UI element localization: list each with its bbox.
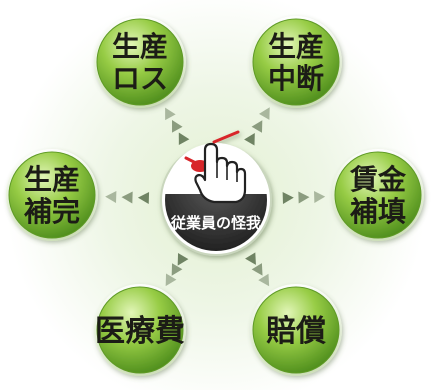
node-label-production-halt-2: 中断 (268, 62, 324, 95)
node-label-compensation-1: 賠償 (266, 314, 326, 349)
node-circle-medical-costs (96, 286, 184, 374)
arrow-chevron-production-halt-1 (244, 133, 255, 146)
injured-finger-icon (184, 130, 247, 204)
node-medical-costs: 医療費 (94, 284, 186, 376)
node-circle-production-loss (96, 18, 184, 106)
node-label-wage-compensation-1: 賃金 (349, 163, 407, 196)
arrow-chevron-wage-compensation-1 (282, 191, 294, 204)
node-circle-production-supplement (8, 151, 96, 239)
arrow-chevron-production-loss-1 (178, 132, 190, 145)
arrow-chevron-production-supplement-2 (121, 191, 133, 204)
arrow-chevron-production-halt-3 (259, 107, 270, 120)
arrow-chevron-production-supplement-1 (137, 191, 150, 204)
arrow-chevron-wage-compensation-3 (314, 190, 326, 203)
arrow-connectors (105, 107, 326, 287)
arrow-chevron-medical-costs-3 (165, 273, 177, 287)
node-circle-compensation (252, 286, 340, 374)
arrow-chevron-production-supplement-3 (105, 190, 117, 203)
node-circle-wage-compensation (334, 151, 422, 239)
arrow-chevron-production-loss-3 (165, 107, 176, 121)
node-label-medical-costs-1: 医療費 (95, 314, 185, 349)
arrow-chevron-compensation-3 (258, 273, 270, 287)
arrow-chevron-production-loss-2 (172, 120, 183, 133)
arrow-chevron-medical-costs-1 (177, 253, 189, 266)
arrow-chevron-medical-costs-2 (171, 263, 183, 276)
center-node: 従業員の怪我 (160, 130, 272, 256)
node-label-production-supplement-1: 生産 (24, 163, 80, 196)
node-label-production-loss-1: 生産 (112, 30, 168, 63)
arrow-chevron-production-halt-2 (251, 120, 263, 133)
node-label-production-loss-2: ロス (112, 62, 168, 95)
arrow-chevron-compensation-2 (251, 263, 263, 276)
node-label-wage-compensation-2: 補填 (349, 195, 406, 228)
arrow-chevron-wage-compensation-2 (298, 191, 310, 204)
node-circle-production-halt (252, 18, 340, 106)
arrow-chevron-compensation-1 (245, 252, 256, 265)
node-label-production-halt-1: 生産 (268, 30, 324, 63)
node-label-production-supplement-2: 補完 (23, 195, 80, 228)
center-label: 従業員の怪我 (170, 214, 261, 232)
node-compensation: 賠償 (250, 284, 342, 376)
